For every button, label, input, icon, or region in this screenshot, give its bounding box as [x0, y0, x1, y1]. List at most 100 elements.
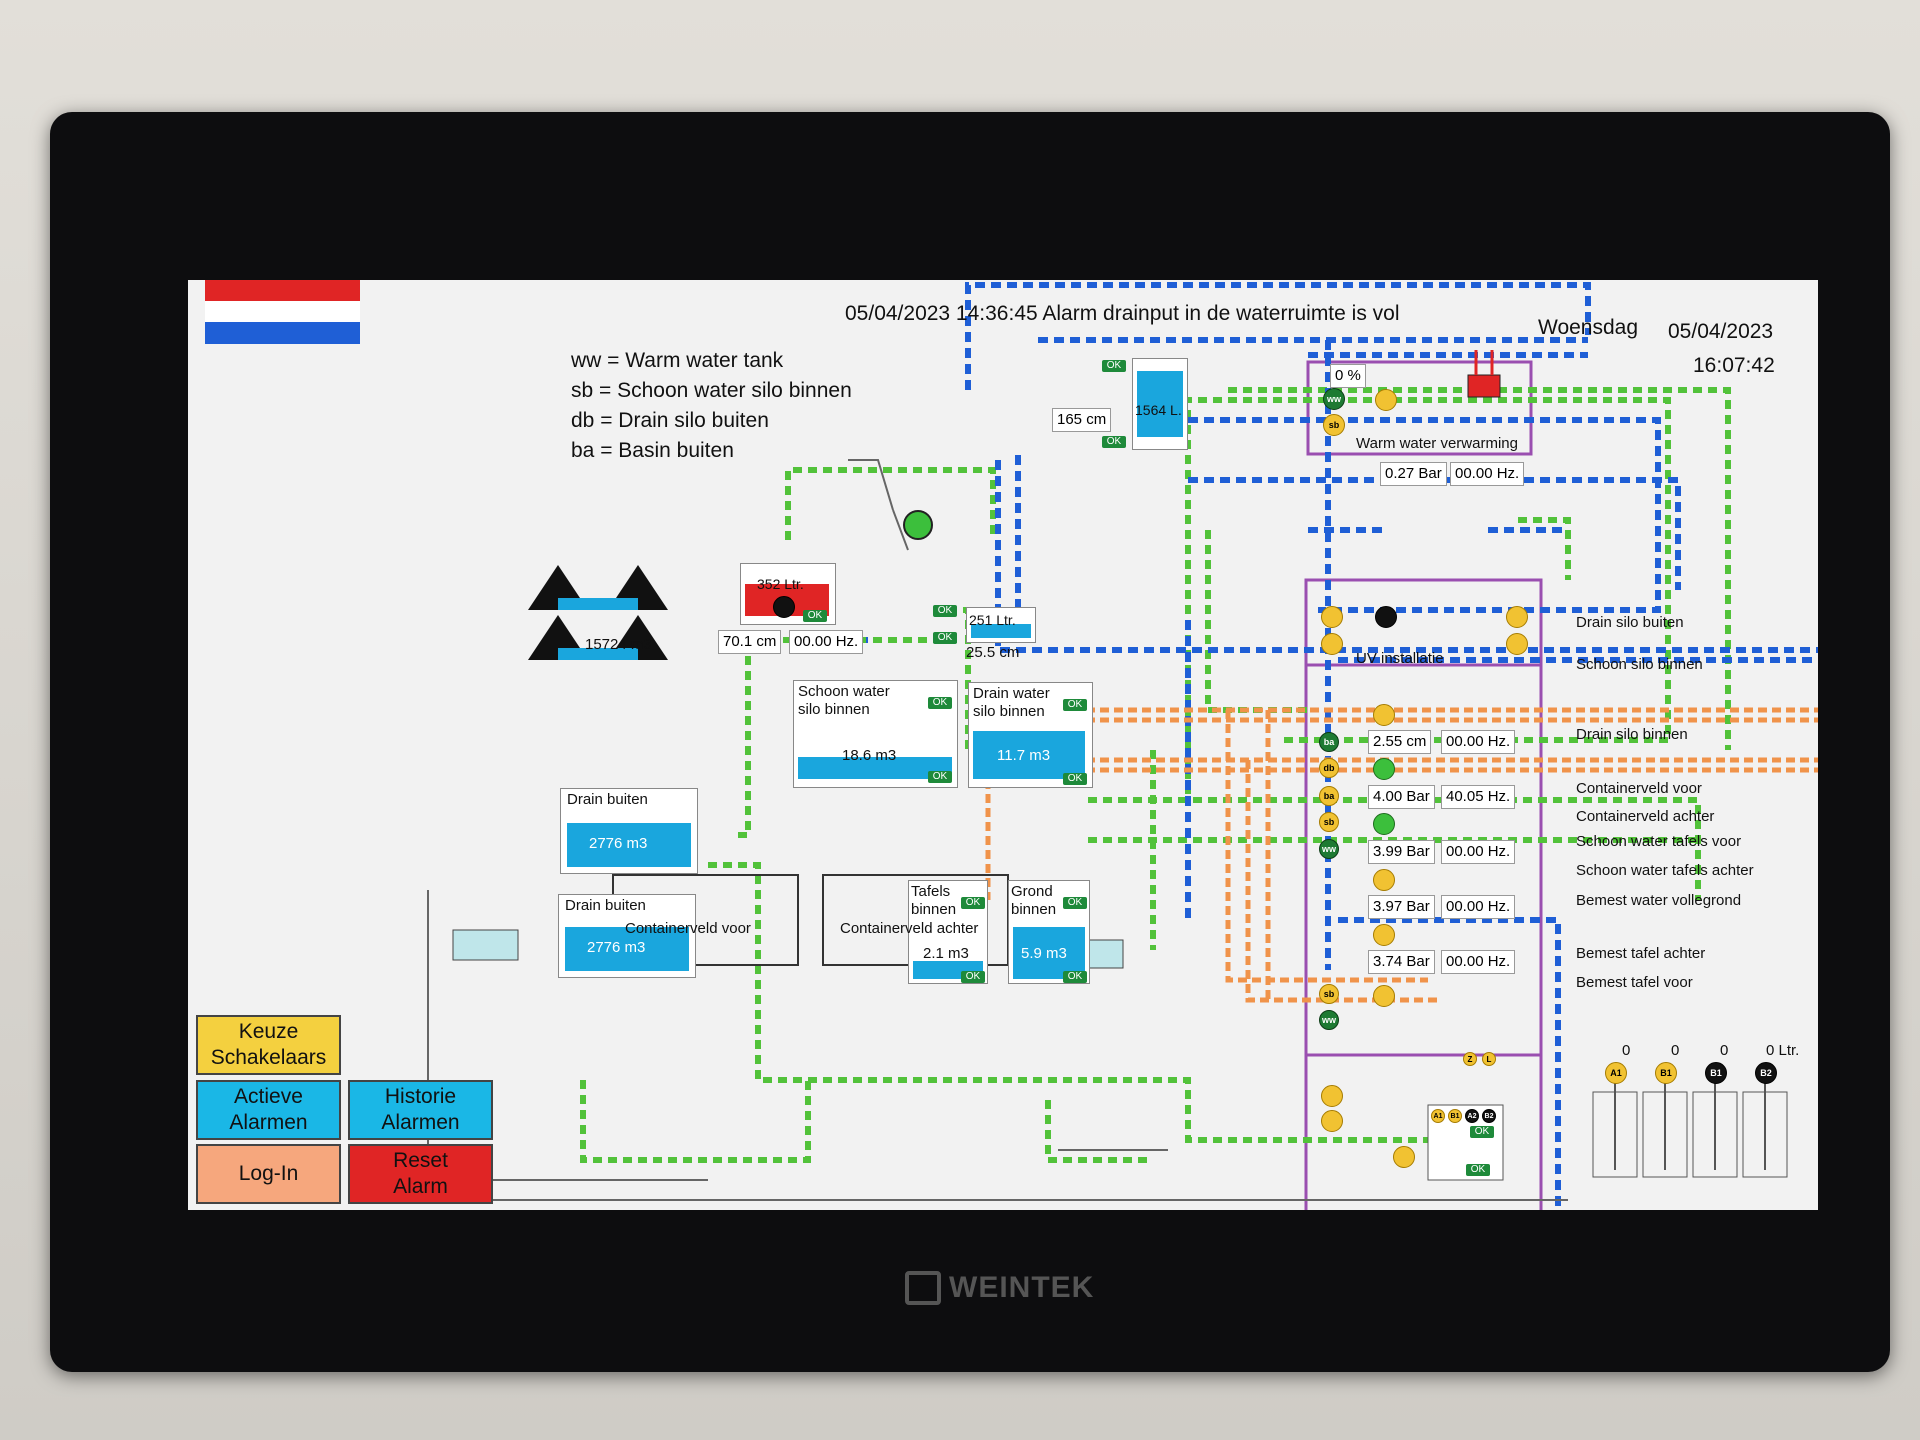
heater-pump-icon[interactable]: [1375, 389, 1397, 411]
heater-panel-outline: [1306, 360, 1533, 456]
ok-badge: OK: [803, 610, 827, 622]
weekday-label: Woensdag: [1538, 316, 1639, 339]
alarm-tank-frequency: 00.00 Hz.: [789, 630, 864, 654]
grond-label: Grond binnen: [1011, 883, 1057, 918]
ok-badge: OK: [928, 697, 952, 709]
uv-lamp-icon: [1375, 606, 1397, 628]
legend: ww = Warm water tank sb = Schoon water s…: [571, 346, 852, 466]
alarm-banner: 05/04/2023 14:36:45 Alarm drainput in de…: [845, 302, 1400, 325]
drain-buiten-label: Drain buiten: [565, 897, 646, 914]
l-tag-icon: L: [1482, 1052, 1496, 1066]
line-label: Bemest tafel voor: [1576, 974, 1693, 991]
mixer-tag-b2: B2: [1482, 1109, 1496, 1123]
schoon-water-silo[interactable]: Schoon water silo binnen 18.6 m3 OK OK: [793, 680, 958, 788]
hmi-screen: 05/04/2023 14:36:45 Alarm drainput in de…: [188, 280, 1818, 1210]
dosing-a1-value: 0: [1622, 1042, 1631, 1059]
line-label: Containerveld achter: [1576, 808, 1715, 825]
pump-3-icon[interactable]: [1373, 813, 1395, 835]
dosing-tank-frames: [1592, 1080, 1788, 1178]
dosing-b2-value: 0 Ltr.: [1766, 1042, 1800, 1059]
warm-water-tank[interactable]: 1564 L.: [1132, 358, 1188, 450]
valve-ww[interactable]: ww: [1323, 388, 1345, 410]
warm-tank-volume: 1564 L.: [1135, 402, 1182, 418]
valve-ba[interactable]: ba: [1319, 732, 1339, 752]
line-label: Containerveld voor: [1576, 780, 1702, 797]
heater-element-icon: [1467, 374, 1501, 398]
valve-sb[interactable]: sb: [1319, 812, 1339, 832]
keuze-schakelaars-button[interactable]: Keuze Schakelaars: [196, 1015, 341, 1075]
date-label: 05/04/2023: [1668, 320, 1774, 343]
ok-badge: OK: [961, 971, 985, 983]
basin-volume: 15724 m3: [585, 636, 652, 653]
basin-icon: [528, 565, 668, 660]
grond-volume: 5.9 m3: [1021, 945, 1067, 962]
ok-badge: OK: [1102, 436, 1126, 448]
fertigation-pump-icon[interactable]: [1393, 1146, 1415, 1168]
pump-5-icon[interactable]: [1373, 924, 1395, 946]
z-tag-icon: Z: [1463, 1052, 1477, 1066]
ok-badge: OK: [1466, 1164, 1490, 1176]
legend-item: db = Drain silo buiten: [571, 409, 769, 432]
valve-ba[interactable]: ba: [1319, 786, 1339, 806]
pump-3-pressure: 3.99 Bar: [1368, 840, 1435, 864]
fertigation-valve-icon[interactable]: [1321, 1085, 1343, 1107]
alarm-tank-volume: 352 Ltr.: [757, 576, 804, 592]
uv-valve-icon[interactable]: [1506, 633, 1528, 655]
tafels-binnen-tank[interactable]: Tafels binnen 2.1 m3 OK OK: [908, 880, 988, 984]
uv-valve-icon[interactable]: [1321, 606, 1343, 628]
dutch-flag-icon[interactable]: [205, 280, 360, 344]
containerveld-achter-label: Containerveld achter: [840, 920, 979, 937]
alarm-tank-level: 70.1 cm: [718, 630, 782, 654]
uv-valve-icon[interactable]: [1321, 633, 1343, 655]
uv-valve-icon[interactable]: [1506, 606, 1528, 628]
valve-db[interactable]: db: [1319, 758, 1339, 778]
pump-6-icon[interactable]: [1373, 985, 1395, 1007]
pump-5-pressure: 3.74 Bar: [1368, 950, 1435, 974]
pump-5-frequency: 00.00 Hz.: [1441, 950, 1516, 974]
valve-ww[interactable]: ww: [1319, 839, 1339, 859]
drain-buiten-volume: 2776 m3: [589, 835, 648, 852]
line-label: Drain silo binnen: [1576, 726, 1688, 743]
fertigation-valve-icon[interactable]: [1321, 1110, 1343, 1132]
dosing-b2-icon[interactable]: B2: [1755, 1062, 1777, 1084]
historie-alarmen-button[interactable]: Historie Alarmen: [348, 1080, 493, 1140]
ok-badge: OK: [1063, 897, 1087, 909]
ok-badge: OK: [961, 897, 985, 909]
grond-binnen-tank[interactable]: Grond binnen 5.9 m3 OK OK: [1008, 880, 1090, 984]
buffer-tank[interactable]: 251 Ltr.: [966, 607, 1036, 643]
valve-ww[interactable]: ww: [1319, 1010, 1339, 1030]
dosing-b1-icon[interactable]: B1: [1655, 1062, 1677, 1084]
dosing-b1-dark-icon[interactable]: B1: [1705, 1062, 1727, 1084]
pump-panel-outline: [1304, 578, 1543, 1210]
ok-badge: OK: [933, 605, 957, 617]
warm-tank-level: 165 cm: [1052, 408, 1112, 432]
alarm-tank[interactable]: 352 Ltr. OK: [740, 563, 836, 625]
pump-4-icon[interactable]: [1373, 869, 1395, 891]
tafels-volume: 2.1 m3: [923, 945, 969, 962]
drain-water-silo[interactable]: Drain water silo binnen 11.7 m3 OK OK: [968, 682, 1093, 788]
dosing-b1-value: 0: [1671, 1042, 1680, 1059]
pump-1-icon[interactable]: [1373, 704, 1395, 726]
drain-buiten-tank-2[interactable]: Drain buiten 2776 m3: [558, 894, 696, 978]
legend-item: ww = Warm water tank: [571, 349, 784, 372]
containerveld-voor-label: Containerveld voor: [625, 920, 751, 937]
brand-logo: WEINTEK: [905, 1266, 1125, 1310]
line-label: Bemest tafel achter: [1576, 945, 1706, 962]
mixer-tag-a1: A1: [1431, 1109, 1445, 1123]
alarm-pump-icon: [773, 596, 795, 618]
valve-sb[interactable]: sb: [1319, 984, 1339, 1004]
pump-2-icon[interactable]: [1373, 758, 1395, 780]
pump-2-frequency: 40.05 Hz.: [1441, 785, 1516, 809]
reset-alarm-button[interactable]: Reset Alarm: [348, 1144, 493, 1204]
valve-sb[interactable]: sb: [1323, 414, 1345, 436]
heater-percent: 0 %: [1330, 364, 1366, 388]
log-in-button[interactable]: Log-In: [196, 1144, 341, 1204]
orange-pipes: [985, 707, 1818, 1003]
legend-item: sb = Schoon water silo binnen: [571, 379, 852, 402]
buffer-tank-volume: 251 Ltr.: [969, 612, 1016, 628]
dosing-a1-icon[interactable]: A1: [1605, 1062, 1627, 1084]
pump-1-frequency: 00.00 Hz.: [1441, 730, 1516, 754]
drain-buiten-volume: 2776 m3: [587, 939, 646, 956]
drain-buiten-tank-1[interactable]: Drain buiten 2776 m3: [560, 788, 698, 874]
actieve-alarmen-button[interactable]: Actieve Alarmen: [196, 1080, 341, 1140]
